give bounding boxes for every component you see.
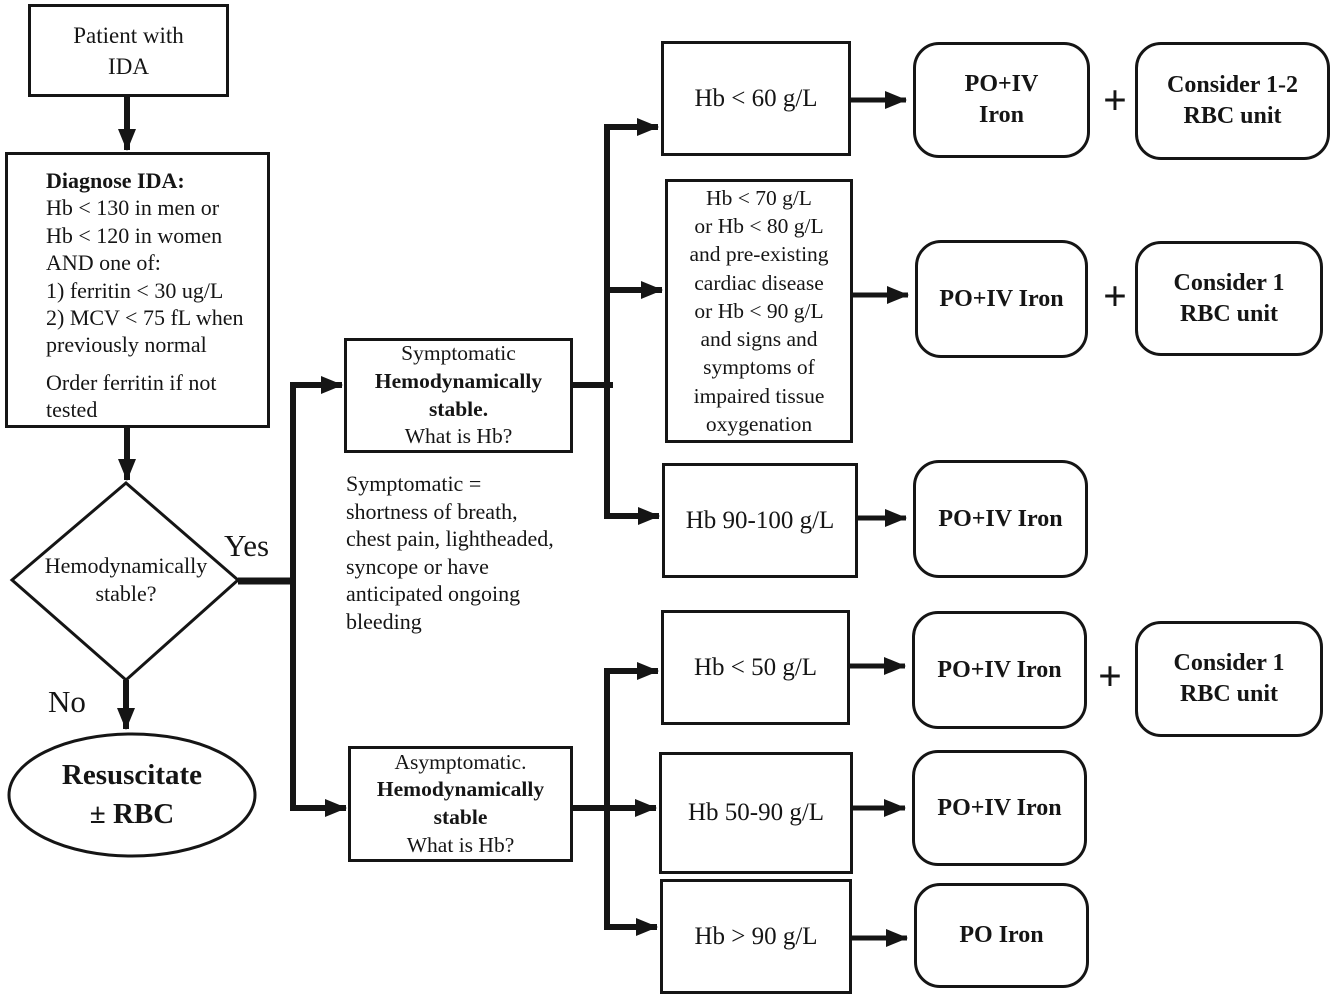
hb90-100-node: Hb 90-100 g/L [662, 463, 858, 578]
patient-line: IDA [108, 53, 149, 79]
diagnose-line: 2) MCV < 75 fL when [46, 305, 244, 331]
note-line: bleeding [346, 608, 422, 634]
consider-1-rbc-node-row4: Consider 1 RBC unit [1135, 621, 1323, 737]
no-label: No [48, 684, 86, 719]
consider-line: Consider 1-2 [1167, 72, 1298, 98]
diagnose-title: Diagnose IDA: [46, 168, 185, 193]
symptomatic-note: Symptomatic = shortness of breath, chest… [346, 470, 591, 636]
hb70-line: cardiac disease [694, 270, 824, 295]
outcome-po-iv-iron-row3: PO+IV Iron [913, 460, 1088, 578]
resuscitate-line: Resuscitate [61, 759, 203, 791]
patient-node: Patient with IDA [28, 4, 229, 97]
hb60-node: Hb < 60 g/L [661, 41, 851, 156]
outcome-line: PO+IV [964, 71, 1039, 97]
outcome-po-iv-iron-row1: PO+IV Iron [913, 42, 1090, 158]
outcome-po-iron-node: PO Iron [914, 883, 1089, 988]
note-line: Symptomatic = [346, 471, 482, 496]
decision-diamond-shape [9, 481, 241, 683]
symptomatic-line: Symptomatic [401, 341, 516, 366]
resuscitate-ellipse-shape [7, 732, 257, 858]
asymptomatic-line: Asymptomatic. [394, 749, 527, 774]
diagnose-line: 1) ferritin < 30 ug/L [46, 277, 224, 303]
symptomatic-node: Symptomatic Hemodynamically stable. What… [344, 338, 573, 453]
yes-label: Yes [224, 528, 270, 563]
patient-line: Patient with [73, 22, 184, 48]
hb70-line: and signs and [700, 327, 818, 352]
hb70-line: or Hb < 80 g/L [694, 214, 824, 239]
outcome-po-iv-iron-row4: PO+IV Iron [912, 611, 1087, 729]
asymptomatic-line: Hemodynamically [376, 777, 545, 802]
outcome-po-iv-iron-row5: PO+IV Iron [912, 750, 1087, 866]
symptomatic-line: stable. [428, 396, 489, 421]
plus-sign-row2: + [1103, 274, 1127, 320]
resuscitate-label: Resuscitate ± RBC [12, 756, 252, 834]
hb-gt90-node: Hb > 90 g/L [660, 879, 852, 994]
diagnose-node: Diagnose IDA: Hb < 130 in men or Hb < 12… [5, 152, 270, 428]
asymptomatic-line: What is Hb? [406, 832, 515, 857]
consider-line: Consider 1 [1173, 650, 1285, 676]
consider-1-rbc-node-row2: Consider 1 RBC unit [1135, 241, 1323, 356]
hb70-line: symptoms of [703, 355, 815, 380]
hb50-node: Hb < 50 g/L [661, 610, 850, 725]
hb70-line: and pre-existing [689, 242, 829, 267]
hb50-90-node: Hb 50-90 g/L [659, 752, 853, 874]
diagnose-line: Hb < 120 in women [46, 222, 223, 248]
diagnose-line: previously normal [46, 332, 207, 358]
plus-sign-row1: + [1103, 78, 1127, 124]
consider-line: RBC unit [1179, 681, 1279, 707]
consider-line: RBC unit [1179, 300, 1279, 327]
diagnose-footer-line: tested [46, 397, 98, 423]
diagnose-line: AND one of: [46, 250, 161, 276]
decision-line: stable? [95, 581, 157, 606]
decision-line: Hemodynamically [44, 553, 208, 578]
diagnose-line: Hb < 130 in men or [46, 195, 220, 221]
hb70-line: Hb < 70 g/L [706, 186, 812, 211]
hb70-line: or Hb < 90 g/L [694, 298, 824, 323]
resuscitate-line: ± RBC [89, 798, 175, 830]
diagnose-footer-line: Order ferritin if not [46, 369, 217, 395]
plus-sign-row4: + [1098, 654, 1122, 700]
outcome-line: Iron [979, 102, 1024, 128]
symptomatic-line: What is Hb? [404, 424, 513, 449]
note-line: shortness of breath, [346, 498, 518, 524]
symptomatic-line: Hemodynamically [374, 368, 543, 393]
decision-diamond-label: Hemodynamically stable? [26, 551, 226, 609]
note-line: anticipated ongoing [346, 581, 521, 607]
consider-line: RBC unit [1183, 103, 1282, 129]
note-line: chest pain, lightheaded, [346, 526, 554, 552]
asymptomatic-node: Asymptomatic. Hemodynamically stable Wha… [348, 746, 573, 862]
hb70-node: Hb < 70 g/L or Hb < 80 g/L and pre-exist… [665, 179, 853, 443]
asymptomatic-line: stable [433, 805, 488, 829]
hb70-line: impaired tissue [693, 383, 825, 408]
note-line: syncope or have [346, 553, 489, 579]
consider-1-2-rbc-node: Consider 1-2 RBC unit [1135, 42, 1330, 160]
consider-line: Consider 1 [1173, 269, 1285, 296]
hb70-line: oxygenation [705, 411, 813, 436]
outcome-po-iv-iron-row2: PO+IV Iron [915, 240, 1088, 358]
